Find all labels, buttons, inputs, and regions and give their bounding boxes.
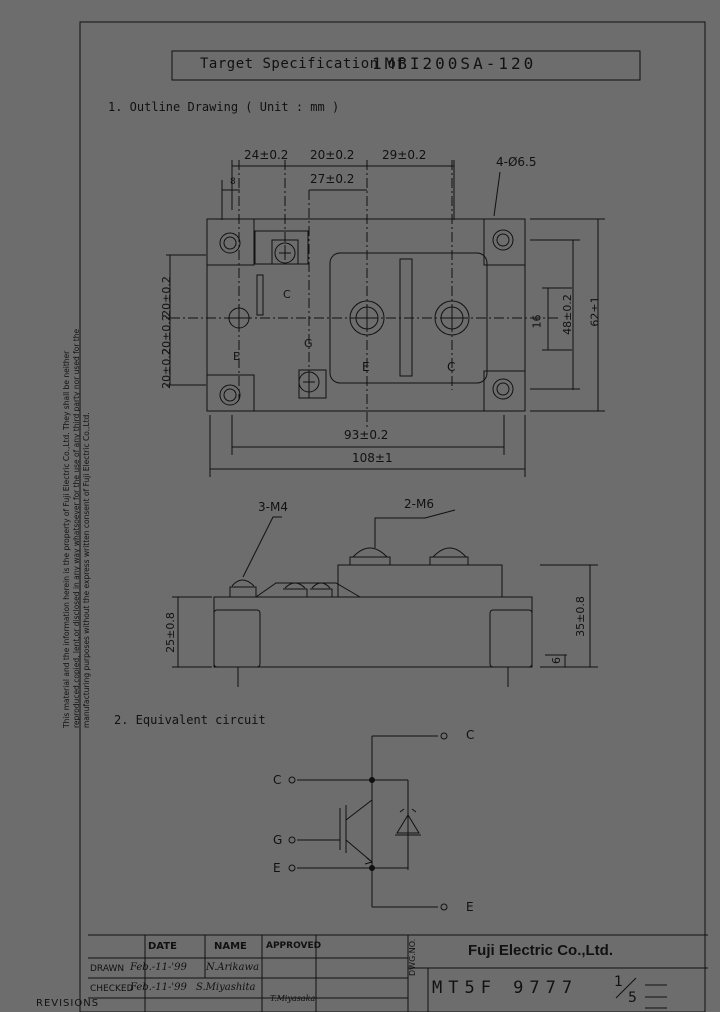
checked-label: CHECKED	[90, 984, 134, 994]
dim-48: 48±0.2	[560, 294, 574, 335]
dim-m4: 3-M4	[258, 500, 288, 514]
checked-date: Feb.-11-'99	[130, 982, 187, 993]
terminal-c-aux: C	[283, 288, 291, 301]
dim-93: 93±0.2	[344, 428, 389, 442]
terminal-e-main: E	[362, 360, 370, 374]
proprietary-note: This material and the information herein…	[62, 328, 91, 728]
terminal-c-main: C	[447, 360, 456, 374]
dim-holes: 4-Ø6.5	[496, 155, 537, 169]
spec-title: Target Specification of	[200, 56, 406, 72]
approved-header: APPROVED	[266, 941, 322, 951]
dim-20-upper: 20±0.2	[159, 276, 173, 317]
title-block-grid	[88, 934, 708, 1012]
terminal-e-aux: E	[233, 350, 240, 363]
dim-24: 24±0.2	[244, 148, 289, 162]
dwg-no-label: DWG.NO.	[408, 938, 417, 976]
dim-20-horizontal: 20±0.2	[310, 148, 355, 162]
dim-16: 16	[530, 314, 544, 329]
page-total: 5	[628, 990, 637, 1006]
title-box	[171, 50, 641, 81]
circuit-heading: 2. Equivalent circuit	[114, 713, 266, 727]
circuit-label-c-out: C	[466, 728, 475, 742]
circuit-label-g: G	[273, 833, 283, 847]
circuit-label-e-in: E	[273, 861, 281, 875]
dim-20-lower: 20±0.2	[159, 348, 173, 389]
drawn-name: N.Arikawa	[206, 962, 260, 973]
equivalent-circuit	[288, 732, 448, 911]
revisions-label: REVISIONS	[36, 998, 100, 1009]
checked-name: S.Miyashita	[196, 982, 256, 993]
company-name: Fuji Electric Co.,Ltd.	[468, 942, 614, 959]
drawing-frame	[79, 21, 706, 1012]
drawing-number: MT5F 9777	[432, 978, 579, 998]
module-side-view	[172, 509, 598, 687]
dim-m6: 2-M6	[404, 497, 434, 511]
module-top-view	[166, 160, 605, 477]
dim-62: 62±1	[588, 296, 602, 327]
drawn-date: Feb.-11-'99	[130, 962, 187, 973]
dim-25: 25±0.8	[163, 612, 177, 653]
dim-6: 6	[550, 657, 563, 664]
outline-heading: 1. Outline Drawing ( Unit : mm )	[108, 100, 340, 114]
drawn-label: DRAWN	[90, 964, 125, 974]
dim-27: 27±0.2	[310, 172, 355, 186]
date-header: DATE	[148, 941, 177, 952]
circuit-label-c-in: C	[273, 773, 282, 787]
approved-signature: T.Miyasaka	[270, 994, 316, 1003]
page-number: 1	[614, 974, 623, 990]
dim-8: 8	[230, 177, 236, 187]
dim-108: 108±1	[352, 451, 393, 465]
name-header: NAME	[214, 941, 247, 952]
circuit-label-e-out: E	[466, 900, 474, 914]
terminal-g: G	[304, 337, 313, 350]
dim-35: 35±0.8	[573, 596, 587, 637]
dim-29: 29±0.2	[382, 148, 427, 162]
part-number: 1MBI200SA-120	[372, 54, 537, 73]
